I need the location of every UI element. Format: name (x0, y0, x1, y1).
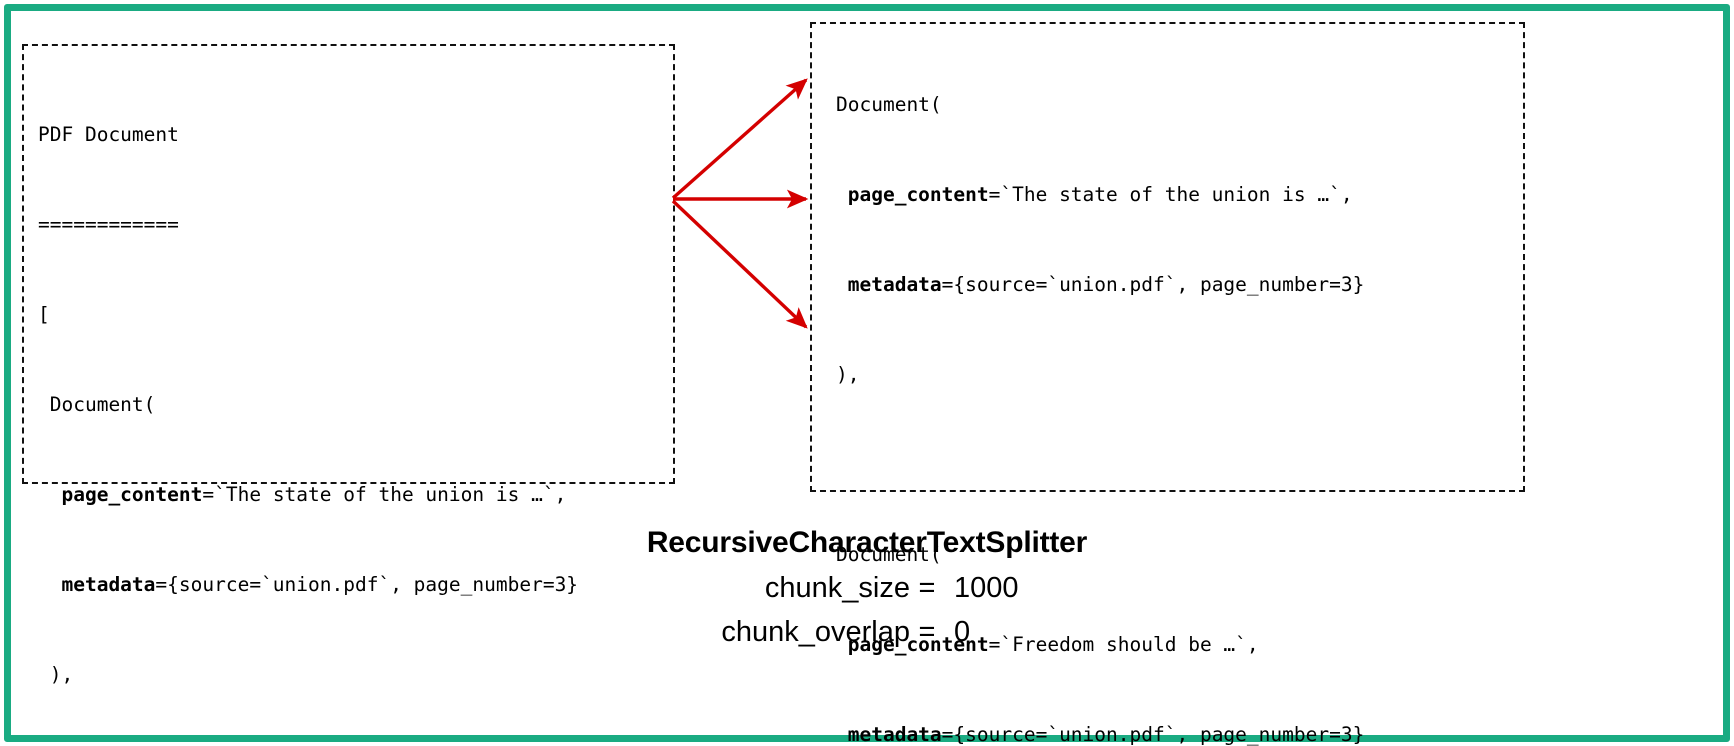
code-line: metadata={source=`union.pdf`, page_numbe… (836, 720, 1365, 746)
code-line-spacer (836, 450, 1364, 480)
code-line: metadata={source=`union.pdf`, page_numbe… (38, 570, 578, 600)
caption-block: RecursiveCharacterTextSplitter chunk_siz… (0, 520, 1734, 654)
code-line: ), (836, 360, 1364, 390)
split-chunks-panel (810, 22, 1525, 492)
code-line: Document( (836, 540, 1364, 570)
code-text: ={source=`union.pdf`, page_number=3} (941, 723, 1365, 746)
code-text: ), (836, 363, 860, 386)
code-line: PDF Document (38, 120, 578, 150)
code-text: Document( (836, 93, 942, 116)
code-line: metadata={source=`union.pdf`, page_numbe… (836, 270, 1365, 300)
code-keyword: page_content (836, 633, 989, 656)
code-line: Document( (38, 390, 578, 420)
param-label: chunk_overlap (721, 616, 910, 648)
code-text: ={source=`union.pdf`, page_number=3} (941, 273, 1365, 296)
code-line: page_content=`Freedom should be …`, (836, 630, 1364, 660)
code-text: =`The state of the union is …`, (202, 483, 567, 506)
code-text: [ (38, 303, 50, 326)
code-line: ============ (38, 210, 578, 240)
code-text: ============ (38, 213, 179, 236)
code-text: PDF Document (38, 123, 179, 146)
param-value: 0 (954, 616, 971, 648)
param-row-chunk-size: chunk_size = 1000 (0, 566, 1734, 610)
code-keyword: page_content (836, 183, 989, 206)
code-line: [ (38, 300, 578, 330)
code-line: page_content=`The state of the union is … (836, 180, 1364, 210)
code-keyword: metadata (836, 723, 942, 746)
code-text: =`The state of the union is …`, (988, 183, 1353, 206)
param-equals: = (918, 572, 936, 604)
param-value: 1000 (954, 572, 1019, 604)
code-text: Document( (836, 543, 942, 566)
code-line: Document( (836, 90, 1364, 120)
code-text: ={source=`union.pdf`, page_number=3} (155, 573, 579, 596)
code-keyword: metadata (38, 573, 156, 596)
param-equals: = (918, 616, 936, 648)
green-frame-border (4, 4, 1730, 742)
code-keyword: metadata (836, 273, 942, 296)
code-keyword: page_content (38, 483, 203, 506)
param-label: chunk_size (764, 572, 910, 604)
code-line: ), (38, 660, 578, 690)
param-row-chunk-overlap: chunk_overlap = 0 (0, 610, 1734, 654)
code-line: page_content=`The state of the union is … (38, 480, 578, 510)
source-document-code: PDF Document ============ [ Document( pa… (38, 60, 578, 746)
code-text: =`Freedom should be …`, (988, 633, 1259, 656)
code-text: Document( (38, 393, 156, 416)
code-text: ), (38, 663, 74, 686)
split-chunks-code: Document( page_content=`The state of the… (836, 30, 1364, 746)
splitter-title: RecursiveCharacterTextSplitter (646, 526, 1088, 559)
